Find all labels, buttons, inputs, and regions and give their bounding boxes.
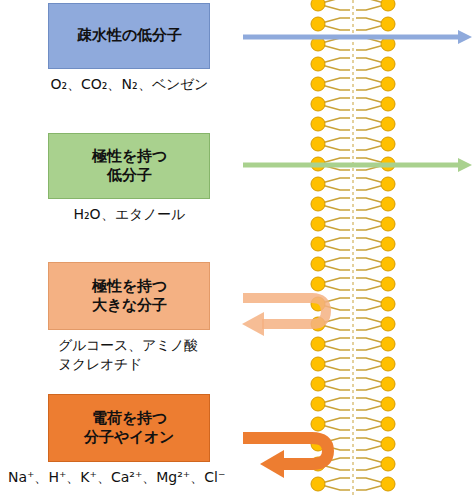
arrow-head [458, 30, 472, 44]
reflect-arrow [243, 438, 328, 464]
lipid-head [311, 117, 325, 131]
lipid-head [381, 257, 395, 271]
lipid-head [381, 237, 395, 251]
lipid-head [381, 437, 395, 451]
lipid-head [381, 477, 395, 491]
lipid-head [381, 297, 395, 311]
permeation-arrows [242, 30, 472, 478]
category-box: 疎水性の低分子 [48, 3, 210, 69]
molecule-class-node: 疎水性の低分子O₂、CO₂、N₂、ベンゼン [48, 3, 210, 69]
lipid-head [381, 57, 395, 71]
lipid-head [381, 17, 395, 31]
category-title: 疎水性の低分子 [77, 26, 182, 46]
arrow-head [242, 312, 264, 336]
pass-arrow [243, 35, 460, 40]
lipid-head [311, 177, 325, 191]
example-caption: グルコース、アミノ酸 ヌクレオチド [58, 336, 204, 374]
lipid-head [381, 337, 395, 351]
molecule-class-node: 電荷を持つ 分子やイオンNa⁺、H⁺、K⁺、Ca²⁺、Mg²⁺、Cl⁻ [48, 394, 210, 462]
lipid-head [381, 377, 395, 391]
lipid-head [311, 17, 325, 31]
lipid-head [311, 137, 325, 151]
lipid-head [311, 377, 325, 391]
molecule-class-node: 極性を持つ 大きな分子グルコース、アミノ酸 ヌクレオチド [48, 262, 210, 330]
lipid-head [311, 357, 325, 371]
bilayer-midline [353, 0, 354, 496]
lipid-head [311, 217, 325, 231]
lipid-head [381, 277, 395, 291]
lipid-head [381, 117, 395, 131]
lipid-head [311, 277, 325, 291]
lipid-head [381, 417, 395, 431]
lipid-head [381, 317, 395, 331]
lipid-head [381, 217, 395, 231]
arrow-head [458, 158, 472, 172]
lipid-head [311, 397, 325, 411]
lipid-head [381, 77, 395, 91]
lipid-head [311, 197, 325, 211]
lipid-head [381, 177, 395, 191]
lipid-head [311, 257, 325, 271]
example-caption: O₂、CO₂、N₂、ベンゼン [19, 75, 239, 94]
lipid-head [311, 237, 325, 251]
category-box: 極性を持つ 低分子 [48, 133, 210, 199]
lipid-head [381, 457, 395, 471]
example-caption: Na⁺、H⁺、K⁺、Ca²⁺、Mg²⁺、Cl⁻ [8, 468, 308, 487]
example-caption: H₂O、エタノール [19, 205, 239, 224]
lipid-head [381, 0, 395, 11]
lipid-head [381, 197, 395, 211]
arrow-head [260, 450, 284, 478]
molecule-class-node: 極性を持つ 低分子H₂O、エタノール [48, 133, 210, 199]
lipid-head [311, 97, 325, 111]
category-box: 電荷を持つ 分子やイオン [48, 394, 210, 462]
lipid-head [311, 417, 325, 431]
category-box: 極性を持つ 大きな分子 [48, 262, 210, 330]
category-title: 極性を持つ 大きな分子 [83, 277, 176, 316]
lipid-bilayer [311, 0, 395, 496]
lipid-head [381, 397, 395, 411]
lipid-head [381, 357, 395, 371]
lipid-head [311, 57, 325, 71]
category-title: 電荷を持つ 分子やイオン [83, 409, 176, 448]
lipid-head [381, 137, 395, 151]
lipid-head [381, 97, 395, 111]
pass-arrow [243, 163, 460, 168]
lipid-head [311, 337, 325, 351]
lipid-head [311, 77, 325, 91]
lipid-head [311, 0, 325, 11]
category-title: 極性を持つ 低分子 [83, 147, 176, 186]
lipid-head [311, 477, 325, 491]
